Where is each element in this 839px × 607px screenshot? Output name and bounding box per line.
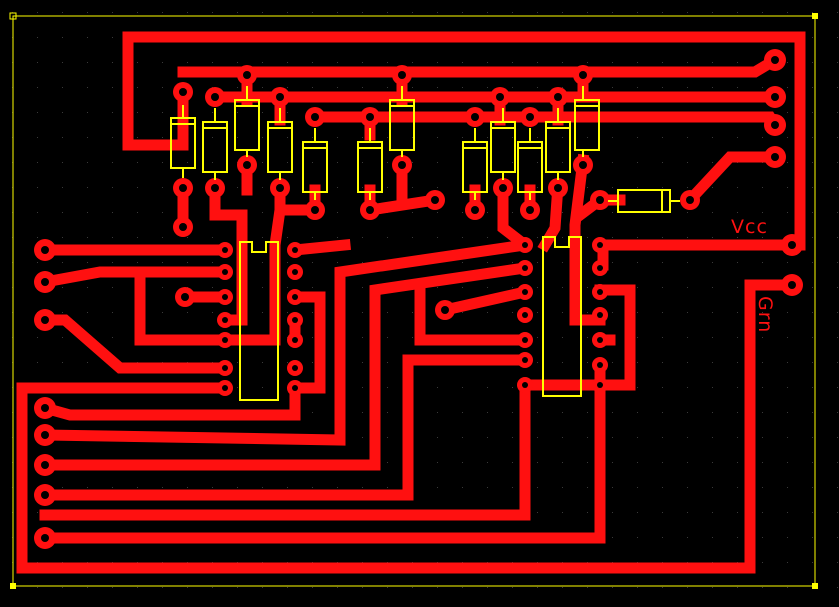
pads [34,49,803,549]
grn-label: Grn [754,296,776,334]
vcc-label: Vcc [731,216,768,238]
ic-outline-right [542,236,582,397]
resistor-outlines [170,86,680,213]
board-outline [9,12,818,589]
ic-outline-left [239,241,279,401]
